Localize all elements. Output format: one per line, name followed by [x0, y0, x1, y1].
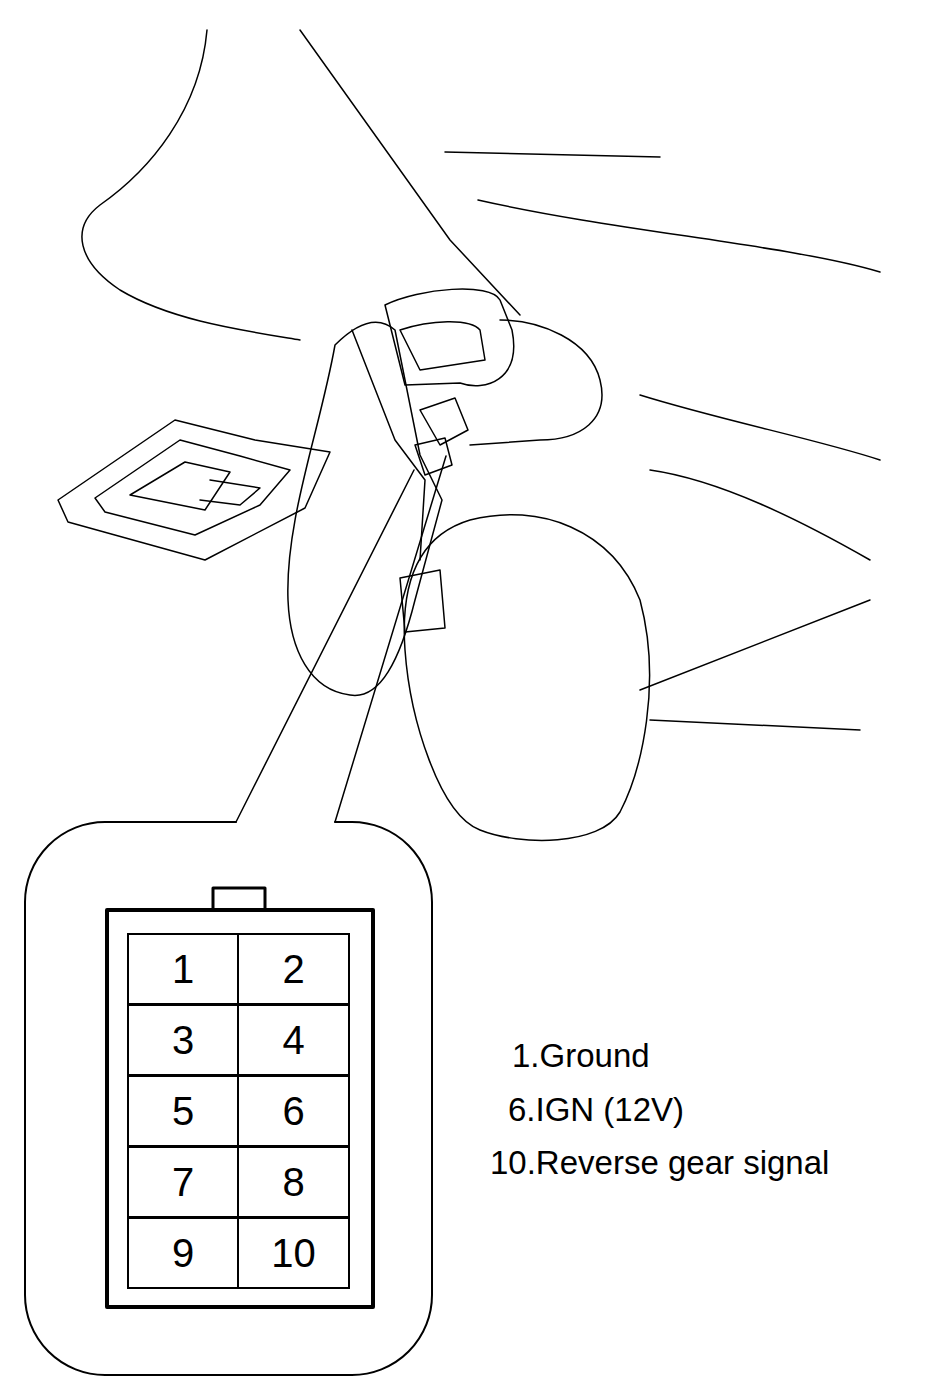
pin-cell: 3 — [127, 1004, 239, 1076]
mount-housing — [385, 289, 514, 386]
mount-housing — [470, 320, 602, 445]
trim-line — [650, 470, 870, 560]
overhead-console — [200, 480, 260, 505]
connector-latch — [213, 888, 265, 910]
windshield-edge — [300, 30, 520, 315]
headliner-edge — [82, 30, 300, 340]
trim-line — [478, 200, 880, 272]
pin-cell: 9 — [127, 1217, 239, 1289]
pin-cell: 1 — [127, 933, 239, 1005]
trim-line — [640, 395, 880, 460]
pin-cell: 8 — [237, 1146, 350, 1218]
pin-cell: 10 — [237, 1217, 350, 1289]
callout-line — [335, 456, 446, 822]
pin-number: 6 — [282, 1091, 304, 1131]
callout-line — [236, 470, 414, 822]
overhead-console — [130, 462, 230, 510]
pin-cell: 4 — [237, 1004, 350, 1076]
callout-frame — [25, 822, 432, 1375]
trim-line — [445, 152, 660, 157]
pin-cell: 5 — [127, 1075, 239, 1147]
pin-number: 4 — [282, 1020, 304, 1060]
pin-assignment: 6.IGN (12V) — [508, 1092, 684, 1128]
pin-number: 5 — [172, 1091, 194, 1131]
pin-number: 2 — [282, 949, 304, 989]
mirror-cover — [352, 330, 425, 560]
trim-line — [640, 600, 870, 690]
overhead-console — [58, 420, 330, 560]
pin-cell: 2 — [237, 933, 350, 1005]
pin-number: 3 — [172, 1020, 194, 1060]
pin-cell: 7 — [127, 1146, 239, 1218]
pin-assignment: 10.Reverse gear signal — [490, 1145, 829, 1181]
mirror-glass — [404, 515, 649, 841]
trim-line — [650, 720, 860, 730]
mirror-cover — [288, 322, 442, 695]
pin-number: 7 — [172, 1162, 194, 1202]
pin-number: 10 — [271, 1233, 316, 1273]
mount-housing — [400, 322, 485, 370]
overhead-console — [95, 440, 290, 535]
pin-number: 9 — [172, 1233, 194, 1273]
connector-housing — [107, 910, 373, 1307]
pin-assignment: 1.Ground — [512, 1038, 650, 1074]
pin-number: 8 — [282, 1162, 304, 1202]
pin-cell: 6 — [237, 1075, 350, 1147]
pin-number: 1 — [172, 949, 194, 989]
